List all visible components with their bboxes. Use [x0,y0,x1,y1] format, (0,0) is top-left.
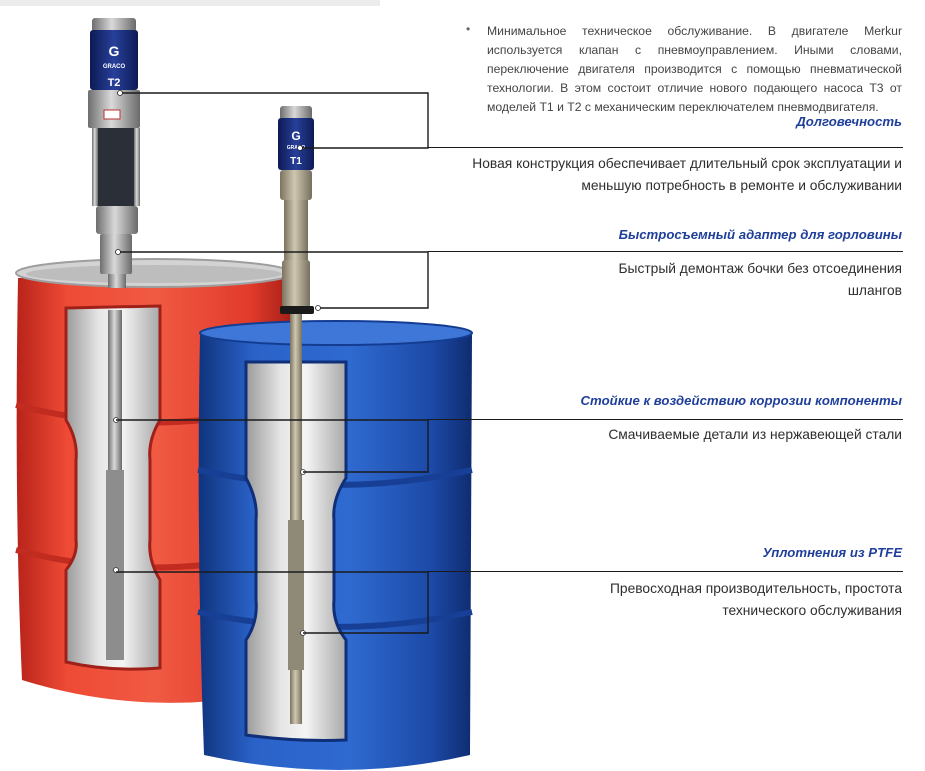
intro-paragraph: Минимальное техническое обслуживание. В … [487,24,902,114]
feature-desc-line: Новая конструкция обеспечивает длительны… [472,156,902,171]
feature-title-durability: Долговечность [796,114,902,129]
drum-pumps-illustration: G GRACO T2 G GRACO T1 [15,18,473,770]
feature-desc-corrosion: Смачиваемые детали из нержавеющей стали [608,424,902,446]
rule-ptfe [428,571,903,573]
feature-desc-line: меньшую потребность в ремонте и обслужив… [581,178,902,193]
intro-bullet: • [466,22,471,36]
t1-model: T1 [290,156,302,167]
feature-title-ptfe: Уплотнения из PTFE [762,545,902,560]
feature-desc-line: технического обслуживания [722,603,902,618]
feature-desc-durability: Новая конструкция обеспечивает длительны… [472,153,902,197]
blue-drum [197,320,473,770]
svg-text:G: G [109,43,120,59]
feature-title-adapter: Быстросъемный адаптер для горловины [618,227,902,242]
t1-brand: GRACO [287,145,306,151]
rule-durability [428,147,903,149]
feature-title-corrosion: Стойкие к воздействию коррозии компонент… [580,393,902,408]
t2-brand: GRACO [103,64,126,70]
svg-text:G: G [291,129,300,143]
feature-desc-line: шлангов [847,283,902,298]
pump-t1: G GRACO T1 [278,106,314,724]
feature-desc-line: Смачиваемые детали из нержавеющей стали [608,427,902,442]
feature-desc-ptfe: Превосходная производительность, простот… [610,578,902,622]
rule-adapter [428,251,903,253]
top-divider [0,0,380,6]
t2-model: T2 [108,77,121,89]
feature-desc-line: Быстрый демонтаж бочки без отсоединения [618,261,902,276]
callout-lines [116,92,429,634]
rule-corrosion [428,419,903,421]
feature-desc-adapter: Быстрый демонтаж бочки без отсоединения … [618,258,902,302]
feature-desc-line: Превосходная производительность, простот… [610,581,902,596]
